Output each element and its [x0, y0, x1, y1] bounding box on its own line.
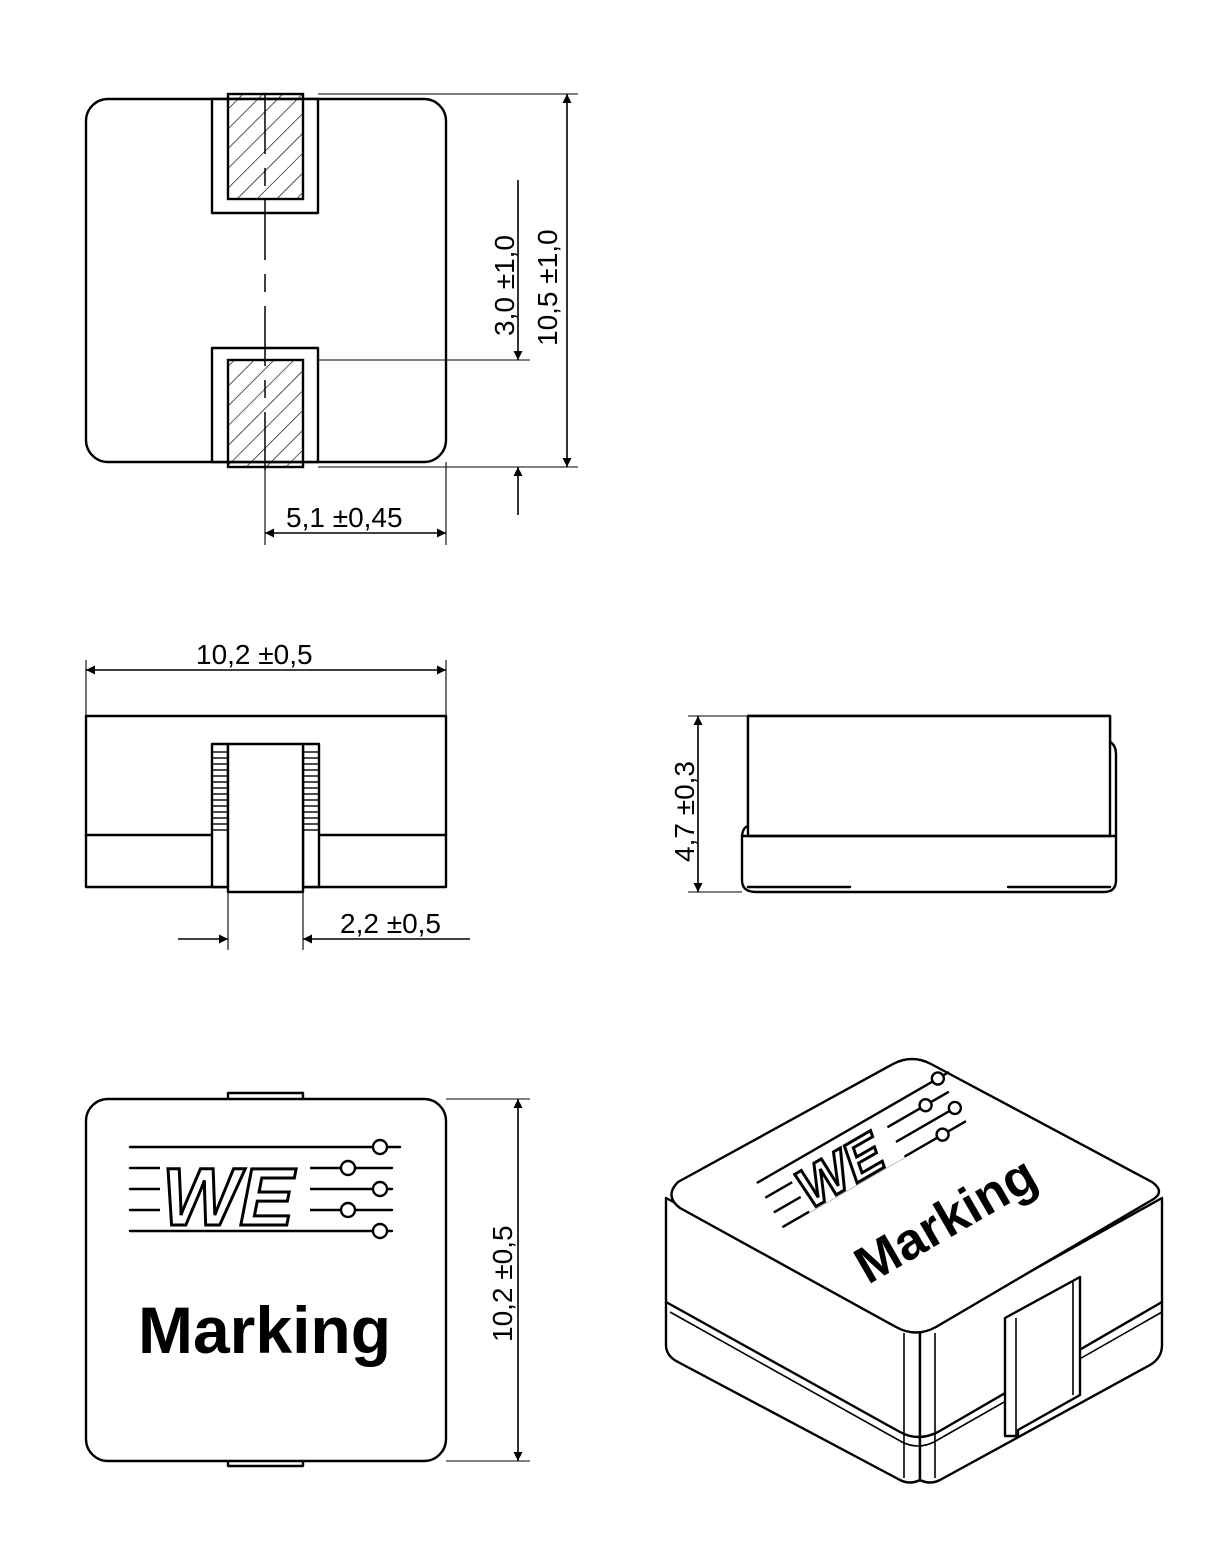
isometric-view: WE Marking: [664, 1057, 1164, 1484]
side-view-top-body: [746, 714, 1112, 838]
body-depth-label: 10,2 ±0,5: [487, 1225, 518, 1342]
body-height-label: 4,7 ±0,3: [669, 761, 700, 862]
terminal-offset-label: 5,1 ±0,45: [286, 502, 403, 533]
terminal-width-label: 2,2 ±0,5: [340, 908, 441, 939]
iso-terminal: [1003, 1275, 1082, 1438]
top-view: 10,5 ±1,0 3,0 ±1,0 5,1 ±0,45: [84, 92, 578, 545]
we-logo-icon: WE: [128, 1138, 402, 1245]
iso-we-logo-icon: WE: [756, 1071, 967, 1228]
front-terminal-left-edge: [210, 742, 230, 889]
marking-view: WE Marking 10,2 ±0,5: [84, 1091, 530, 1468]
terminal-ridges-left: [212, 751, 228, 831]
logo-letters: WE: [162, 1152, 296, 1243]
side-view: 4,7 ±0,3: [669, 714, 1118, 894]
terminal-gap-label: 3,0 ±1,0: [489, 235, 520, 336]
front-view: 10,2 ±0,5 2,2 ±0,5: [84, 639, 470, 950]
iso-left-face: [664, 1196, 922, 1484]
overall-length-label: 10,5 ±1,0: [532, 229, 563, 346]
body-width-label: 10,2 ±0,5: [196, 639, 313, 670]
iso-top-face: [670, 1057, 1161, 1334]
terminal-ridges-right: [303, 751, 319, 831]
front-terminal: [226, 742, 305, 894]
marking-label: Marking: [138, 1293, 391, 1367]
front-terminal-right-edge: [301, 742, 321, 889]
